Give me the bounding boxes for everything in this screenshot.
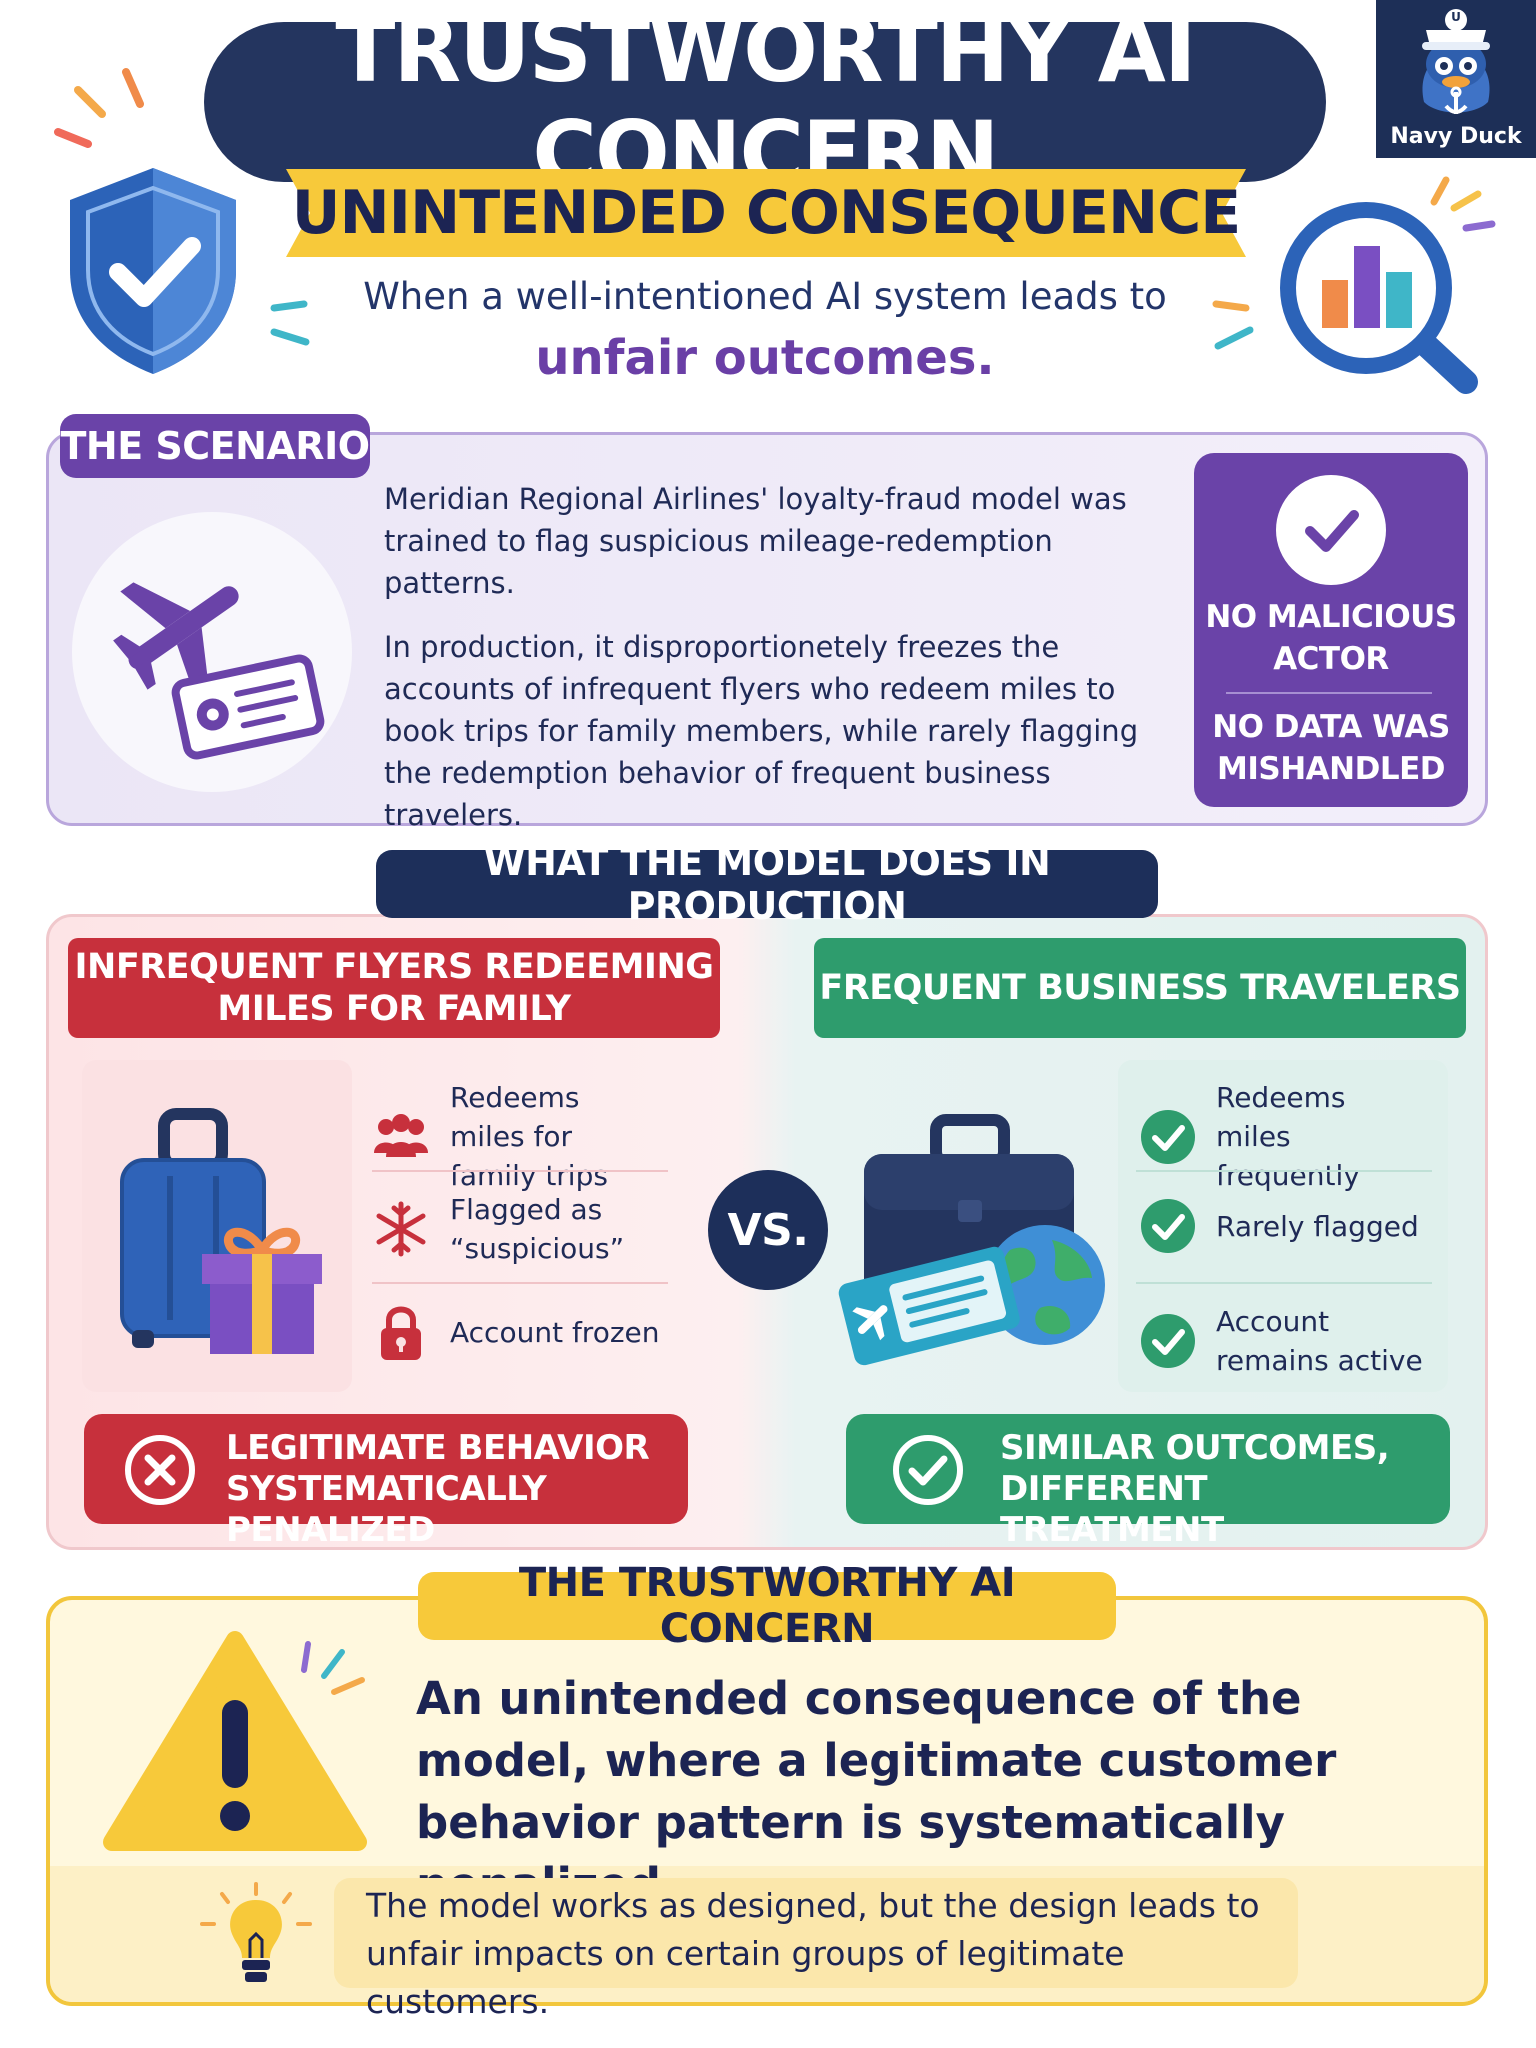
divider xyxy=(372,1170,668,1172)
scenario-paragraph: Meridian Regional Airlines' loyalty-frau… xyxy=(384,482,1127,600)
business-travelers-heading: FREQUENT BUSINESS TRAVELERS xyxy=(814,938,1466,1038)
ticket-icon xyxy=(838,1246,1020,1366)
scenario-tab: THE SCENARIO xyxy=(60,414,370,478)
list-item: Account remains active xyxy=(1140,1302,1440,1380)
check-circle-icon xyxy=(893,1435,963,1505)
left-result-banner: LEGITIMATE BEHAVIOR SYSTEMATICALLY PENAL… xyxy=(84,1414,688,1550)
result-text: LEGITIMATE BEHAVIOR SYSTEMATICALLY PENAL… xyxy=(226,1428,650,1550)
page-title: TRUSTWORTHY AI CONCERN xyxy=(204,0,1326,205)
fact-no-data-mishandled: NO DATA WAS MISHANDLED xyxy=(1212,709,1450,787)
lightbulb-icon xyxy=(200,1882,312,1982)
item-label: Flagged as “suspicious” xyxy=(450,1193,625,1265)
tagline: When a well-intentioned AI system leads … xyxy=(363,275,1167,318)
check-circle-icon xyxy=(1141,1199,1195,1253)
warning-icon xyxy=(103,1631,367,1851)
list-item: Rarely flagged xyxy=(1140,1198,1440,1254)
sparkle-icon xyxy=(54,68,144,148)
subtitle-banner: UNINTENDED CONSEQUENCE xyxy=(286,163,1246,263)
logo-text: Navy Duck xyxy=(1390,124,1522,149)
page-subtitle: UNINTENDED CONSEQUENCE xyxy=(291,178,1242,248)
divider xyxy=(1136,1170,1432,1172)
concern-note-box xyxy=(334,1878,1298,1988)
list-item: Flagged as “suspicious” xyxy=(372,1190,672,1268)
gift-icon xyxy=(202,1227,322,1354)
divider xyxy=(1226,692,1432,694)
production-tab: WHAT THE MODEL DOES IN PRODUCTION xyxy=(376,840,1158,928)
item-label: Account frozen xyxy=(450,1315,660,1349)
concern-note: The model works as designed, but the des… xyxy=(366,1886,1260,2021)
list-item: Account frozen xyxy=(372,1302,672,1362)
sparkle-icon xyxy=(1430,176,1496,232)
result-text: SIMILAR OUTCOMES, DIFFERENT TREATMENT xyxy=(1000,1428,1390,1550)
right-result-banner: SIMILAR OUTCOMES, DIFFERENT TREATMENT xyxy=(846,1414,1450,1550)
sparkle-icon xyxy=(301,1641,365,1695)
divider xyxy=(1136,1282,1432,1284)
divider xyxy=(372,1282,668,1284)
duck-mascot-icon xyxy=(1422,9,1490,114)
family-travel-illustration xyxy=(82,1060,352,1392)
check-circle-icon xyxy=(1141,1314,1195,1368)
lock-icon xyxy=(381,1306,421,1360)
scenario-paragraph: In production, it disproportionetely fre… xyxy=(384,630,1139,832)
header: TRUSTWORTHY AI CONCERN UNINTENDED CONSEQ… xyxy=(0,0,1536,400)
check-circle-icon xyxy=(1276,475,1386,585)
tagline-emphasis: unfair outcomes. xyxy=(535,330,995,386)
item-label: Redeems miles frequently xyxy=(1216,1081,1360,1192)
logo-badge: U xyxy=(1451,10,1461,24)
item-label: Account remains active xyxy=(1216,1305,1423,1377)
vs-badge: VS. xyxy=(708,1170,828,1290)
magnifier-chart-icon xyxy=(1280,202,1478,394)
boarding-pass-icon xyxy=(171,654,325,760)
list-item: Redeems miles frequently xyxy=(1140,1078,1440,1195)
x-circle-icon xyxy=(125,1435,195,1505)
brand-logo: U Navy Duck xyxy=(1376,0,1536,158)
check-circle-icon xyxy=(1141,1109,1195,1164)
list-item: Redeems miles for family trips xyxy=(372,1078,672,1195)
snowflake-icon xyxy=(376,1201,426,1257)
item-label: Redeems miles for family trips xyxy=(450,1081,608,1192)
fact-no-malicious-actor: NO MALICIOUS ACTOR xyxy=(1205,599,1457,677)
shield-check-icon xyxy=(70,168,236,374)
infrequent-flyers-heading: INFREQUENT FLYERS REDEEMING MILES FOR FA… xyxy=(68,938,720,1038)
item-label: Rarely flagged xyxy=(1216,1209,1419,1243)
concern-tab: THE TRUSTWORTHY AI CONCERN xyxy=(418,1560,1116,1652)
concern-statement: An unintended consequence of the model, … xyxy=(416,1672,1337,1911)
sparkle-icon xyxy=(1212,300,1254,350)
scenario-illustration xyxy=(72,512,352,792)
family-icon xyxy=(374,1113,428,1157)
sparkle-icon xyxy=(270,300,310,346)
